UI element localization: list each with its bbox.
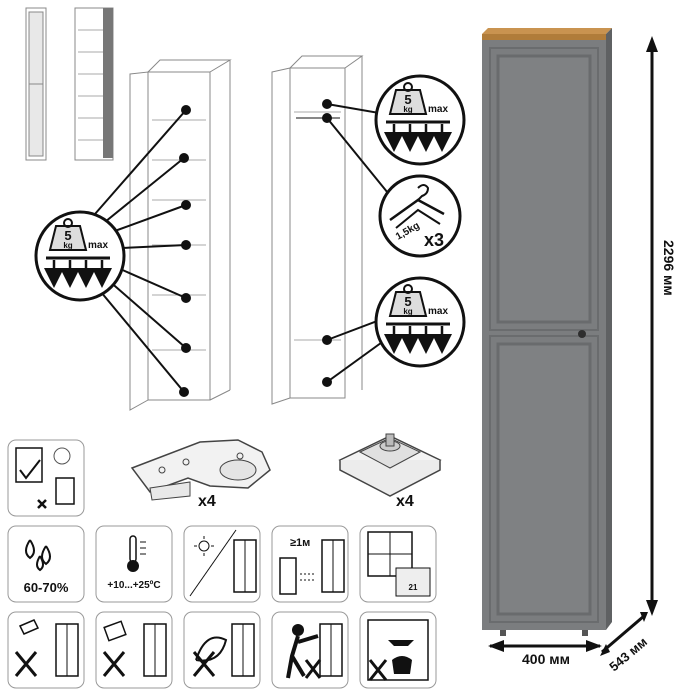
care-tile-no-chemicals <box>183 611 261 689</box>
shelf-leader-lines <box>87 105 191 397</box>
load-limit: max <box>428 104 448 115</box>
load-unit: kg <box>63 241 72 250</box>
width-label: 400 мм <box>522 651 570 667</box>
cabinet-leg <box>500 630 506 636</box>
temperature-range: +10...+25ºC <box>107 580 160 591</box>
care-tile-ventilate: 21 <box>359 525 437 603</box>
heater-distance: ≥1м <box>290 537 310 549</box>
load-unit: kg <box>403 105 412 114</box>
thumbnail-cabinet-closed <box>25 7 47 161</box>
wardrobe-cabinet-drawing <box>271 55 364 405</box>
height-label: 2296 мм <box>661 240 677 296</box>
care-tile-wipe-dry <box>7 439 85 517</box>
load-badge-shelves: 5 kg max <box>34 210 126 302</box>
upper-door-panel <box>489 47 599 331</box>
care-icons: 60-70% +10...+25ºC ≥1м <box>7 439 437 689</box>
adjustable-leg-icon: x4 <box>338 433 442 510</box>
load-weight: 5 <box>404 92 411 107</box>
care-tile-no-liquids <box>7 611 85 689</box>
care-tile-humidity: 60-70% <box>7 525 85 603</box>
care-tile-no-leaning <box>271 611 349 689</box>
width-dimension: 400 мм <box>488 640 602 667</box>
load-badge-top-shelf: 5 kg max <box>374 74 466 166</box>
shelf-cabinet-drawing <box>129 59 232 411</box>
humidity-range: 60-70% <box>24 580 69 595</box>
calendar-day: 21 <box>409 583 418 592</box>
height-dimension: 2296 мм <box>646 36 677 616</box>
hanger-count: x3 <box>424 230 444 250</box>
care-tile-temperature: +10...+25ºC <box>95 525 173 603</box>
load-limit: max <box>88 240 108 251</box>
care-tile-distance-heater: ≥1м <box>271 525 349 603</box>
lower-door-panel <box>489 335 599 623</box>
load-weight: 5 <box>64 228 71 243</box>
load-limit: max <box>428 306 448 317</box>
leg-count: x4 <box>396 493 414 510</box>
load-unit: kg <box>403 307 412 316</box>
cabinet-leg <box>582 630 588 636</box>
cabinet-rendering <box>482 28 612 636</box>
door-knob <box>578 330 586 338</box>
thumbnail-cabinet-open <box>74 7 114 161</box>
load-weight: 5 <box>404 294 411 309</box>
load-badge-bottom-shelf: 5 kg max <box>374 276 466 368</box>
care-tile-no-abrasives <box>95 611 173 689</box>
depth-label: 543 мм <box>606 634 650 674</box>
hinge-count: x4 <box>198 493 216 510</box>
care-tile-no-sunlight <box>183 525 261 603</box>
hanger-badge: 1,5kg x3 <box>378 174 462 258</box>
care-tile-no-heavy-load <box>359 611 437 689</box>
hinge-icon: x4 <box>130 439 271 510</box>
